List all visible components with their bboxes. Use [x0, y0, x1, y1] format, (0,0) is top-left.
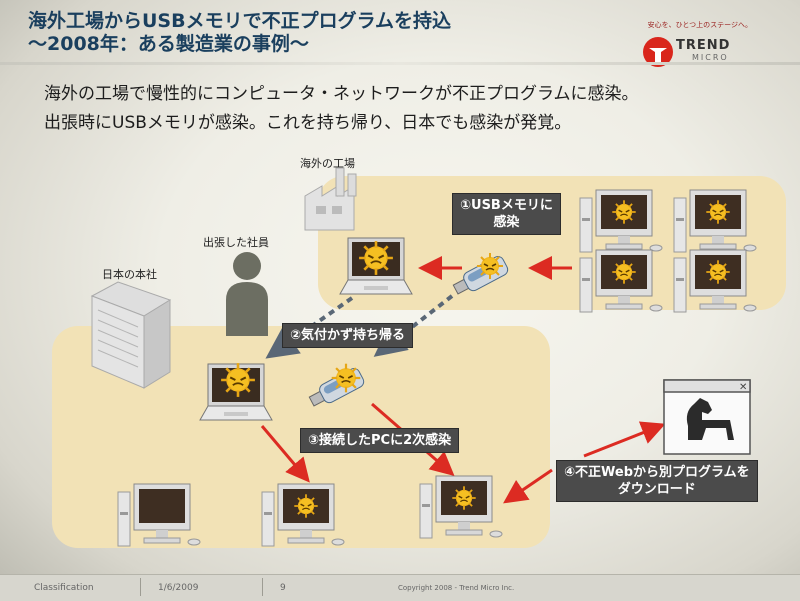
person-icon — [226, 252, 268, 336]
brand-tagline: 安心を、ひとつ上のステージへ。 — [647, 21, 752, 29]
infection-arrow — [583, 421, 666, 458]
carry-back-arrow — [373, 294, 454, 357]
callout-step-3: ③接続したPCに2次感染 — [300, 428, 460, 453]
title-divider — [0, 62, 800, 65]
logo-name: TREND — [676, 38, 731, 53]
desktop-pc-icon — [579, 249, 663, 313]
summary-line-1: 海外の工場で慢性的にコンピュータ・ネットワークが不正プログラムに感染。 — [44, 84, 639, 104]
usb-stick-icon — [450, 253, 511, 299]
title-line-2: ～2008年：ある製造業の事例～ — [28, 33, 309, 55]
trend-micro-logo: TREND MICRO — [640, 34, 760, 70]
slide-footer: Classification 1/6/2009 9 Copyright 2008… — [0, 574, 800, 601]
callout-step-1: ①USBメモリに 感染 — [452, 193, 561, 235]
factory-icon — [304, 167, 357, 231]
summary-text: 海外の工場で慢性的にコンピュータ・ネットワークが不正プログラムに感染。 出張時に… — [44, 80, 639, 138]
desktop-pc-icon — [419, 475, 503, 539]
footer-page-number: 9 — [280, 583, 286, 593]
callout-step-4: ④不正Webから別プログラムを ダウンロード — [556, 460, 758, 502]
desktop-pc-icon — [117, 483, 201, 547]
desktop-pc-icon — [673, 189, 757, 253]
head-office-label: 日本の本社 — [102, 268, 157, 281]
title-line-1: 海外工場からUSBメモリで不正プログラムを持込 — [28, 10, 452, 32]
infection-arrow — [260, 425, 310, 483]
footer-date: 1/6/2009 — [158, 583, 199, 593]
browser-window-icon: ✕ — [663, 379, 751, 455]
desktop-pc-icon — [579, 189, 663, 253]
slide-title: 海外工場からUSBメモリで不正プログラムを持込 ～2008年：ある製造業の事例～ — [28, 10, 451, 56]
footer-divider — [262, 578, 263, 596]
desktop-pc-icon — [673, 249, 757, 313]
usb-stick-icon — [306, 365, 367, 411]
traveler-label: 出張した社員 — [203, 236, 269, 249]
summary-line-2: 出張時にUSBメモリが感染。これを持ち帰り、日本でも感染が発覚。 — [44, 113, 572, 133]
callout-step-2: ②気付かず持ち帰る — [282, 323, 414, 348]
close-icon: ✕ — [739, 382, 747, 393]
footer-copyright: Copyright 2008 - Trend Micro Inc. — [398, 584, 515, 592]
footer-divider — [140, 578, 141, 596]
logo-sub: MICRO — [692, 53, 729, 62]
overseas-factory-label: 海外の工場 — [300, 157, 355, 170]
trojan-horse-icon — [686, 398, 734, 440]
desktop-pc-icon — [261, 483, 345, 547]
building-icon — [90, 281, 172, 389]
footer-classification: Classification — [34, 583, 94, 593]
infection-arrow — [503, 468, 553, 504]
trend-micro-logo-mark-icon — [643, 37, 673, 67]
